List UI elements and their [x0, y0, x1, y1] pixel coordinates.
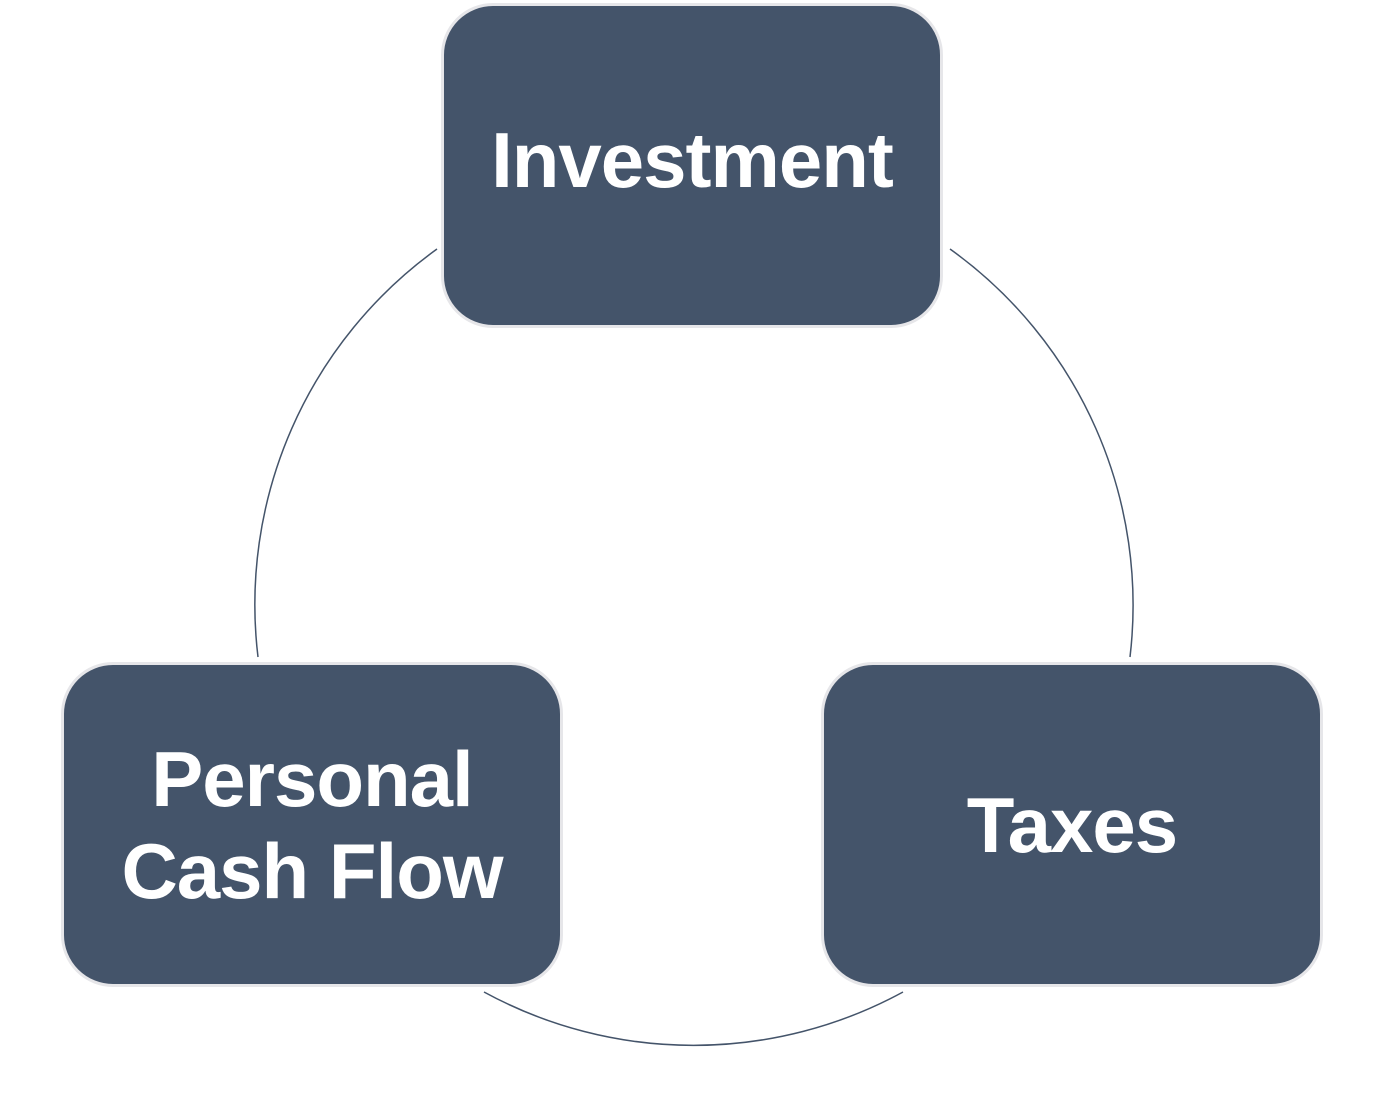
node-taxes-label: Taxes: [966, 780, 1178, 869]
connector-taxes-to-personal-cash-flow: [483, 991, 904, 1047]
node-personal-cash-flow-label: Personal Cash Flow: [121, 734, 503, 915]
node-investment-label: Investment: [491, 115, 894, 204]
node-personal-cash-flow: Personal Cash Flow: [61, 662, 563, 987]
node-taxes: Taxes: [821, 662, 1323, 987]
connector-personal-cash-flow-to-investment: [254, 248, 438, 658]
connector-investment-to-taxes: [949, 248, 1134, 658]
node-investment: Investment: [441, 3, 943, 328]
